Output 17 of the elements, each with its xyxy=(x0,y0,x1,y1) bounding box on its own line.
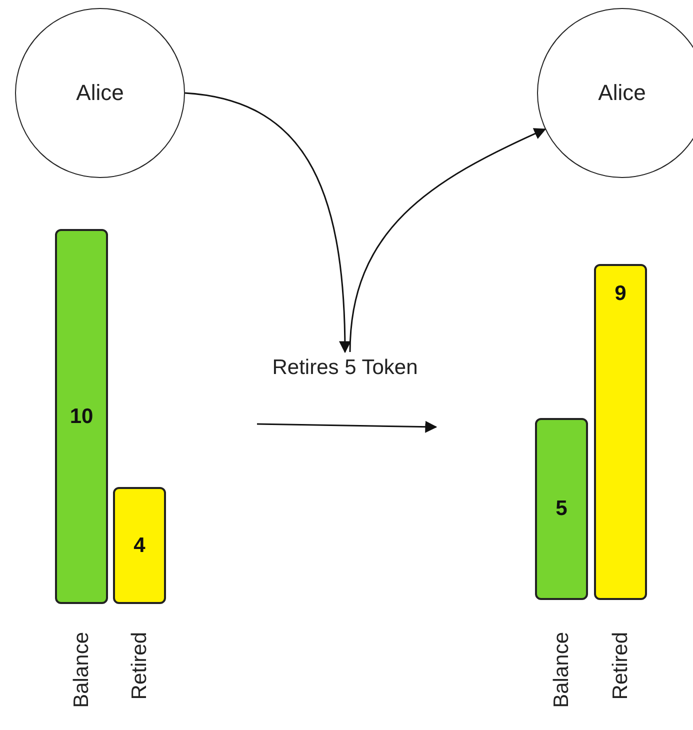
bar-label: Retired xyxy=(128,632,152,700)
bar-value: 4 xyxy=(134,534,146,558)
person-name: Alice xyxy=(76,80,124,106)
retired-bar xyxy=(594,264,647,600)
balance-bar xyxy=(55,229,108,604)
bar-label: Retired xyxy=(608,632,632,700)
balance-bar xyxy=(535,418,588,600)
bar-label: Balance xyxy=(550,632,574,708)
arrow xyxy=(184,92,351,354)
retired-bar xyxy=(113,487,166,604)
bar-label: Balance xyxy=(70,632,94,708)
bar-value: 5 xyxy=(556,497,568,521)
arrow xyxy=(349,128,546,352)
action-label: Retires 5 Token xyxy=(272,356,418,380)
person-name: Alice xyxy=(598,80,646,106)
bar-value: 9 xyxy=(614,282,626,306)
bar-value: 10 xyxy=(70,404,94,428)
